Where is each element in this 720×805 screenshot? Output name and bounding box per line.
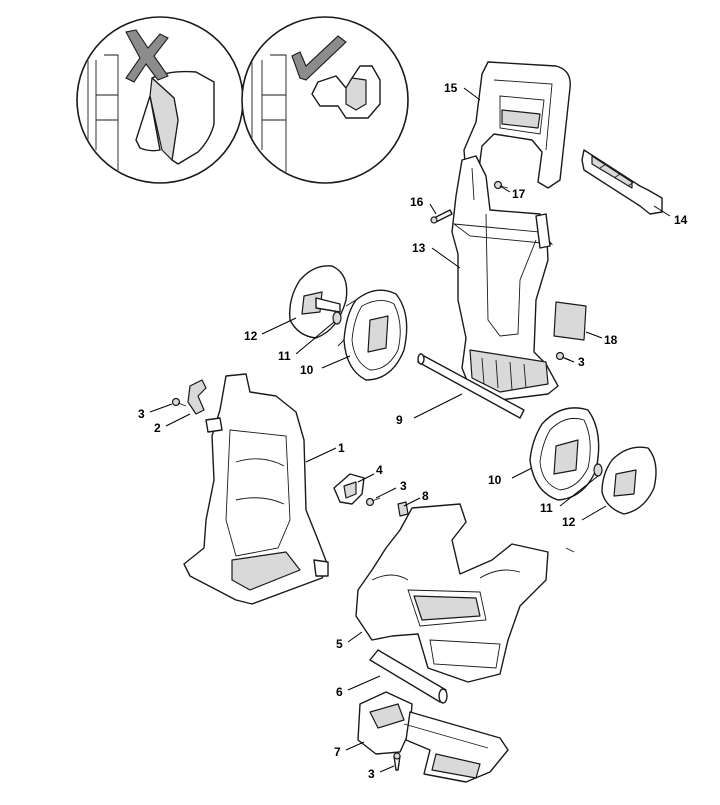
hubcap-12-lower (601, 446, 657, 515)
callout-18: 18 (604, 333, 618, 347)
axle-part (417, 353, 525, 419)
callout-1: 1 (338, 441, 345, 455)
callout-11-lower: 11 (540, 501, 553, 515)
screw-3-left (171, 397, 187, 407)
callout-6: 6 (336, 685, 343, 699)
front-housing-part (183, 373, 329, 605)
screw-3-bottom (393, 752, 401, 771)
screw-17 (493, 180, 509, 190)
tube-6 (369, 649, 448, 704)
pin-16 (430, 209, 453, 224)
callout-13: 13 (412, 241, 426, 255)
callout-4: 4 (376, 463, 383, 477)
inset-correct-installation (241, 16, 409, 184)
callout-10-lower: 10 (488, 473, 502, 487)
callout-3-bottom: 3 (368, 767, 375, 781)
callout-12-lower: 12 (562, 515, 576, 529)
callout-9: 9 (396, 413, 403, 427)
callout-10-upper: 10 (300, 363, 314, 377)
hubcap-12-upper (289, 265, 348, 339)
callout-labels: 15 14 17 16 13 12 11 10 18 3 9 3 2 1 4 3… (138, 81, 688, 781)
cord-hook-part (581, 149, 663, 215)
screw-3-mid (365, 497, 381, 507)
leader-lines (149, 87, 671, 773)
washer-11-lower (593, 463, 603, 477)
callout-16: 16 (410, 195, 424, 209)
lever-2 (187, 379, 207, 415)
callout-12-upper: 12 (244, 329, 258, 343)
callout-3-mid: 3 (400, 479, 407, 493)
tag-8 (397, 501, 409, 517)
callout-7: 7 (334, 745, 341, 759)
callout-5: 5 (336, 637, 343, 651)
foot-7 (357, 691, 509, 783)
check-mark-icon (291, 35, 347, 81)
callout-3-frame: 3 (578, 355, 585, 369)
callout-2: 2 (154, 421, 161, 435)
callout-14: 14 (674, 213, 688, 227)
screw-3-frame (555, 351, 571, 361)
label-part (553, 301, 587, 341)
callout-15: 15 (444, 81, 458, 95)
trace-mark (565, 547, 575, 553)
rear-frame-part (451, 155, 559, 401)
callout-11-upper: 11 (278, 349, 291, 363)
wheel-10-upper (337, 289, 408, 381)
base-housing-part (355, 503, 549, 683)
washer-11-upper (332, 311, 342, 325)
inset-wrong-installation (76, 16, 244, 184)
wheel-10-lower (529, 407, 600, 501)
callout-3-left: 3 (138, 407, 145, 421)
callout-8: 8 (422, 489, 429, 503)
callout-17: 17 (512, 187, 526, 201)
clip-4 (333, 473, 365, 505)
cross-mark-icon (125, 29, 169, 83)
